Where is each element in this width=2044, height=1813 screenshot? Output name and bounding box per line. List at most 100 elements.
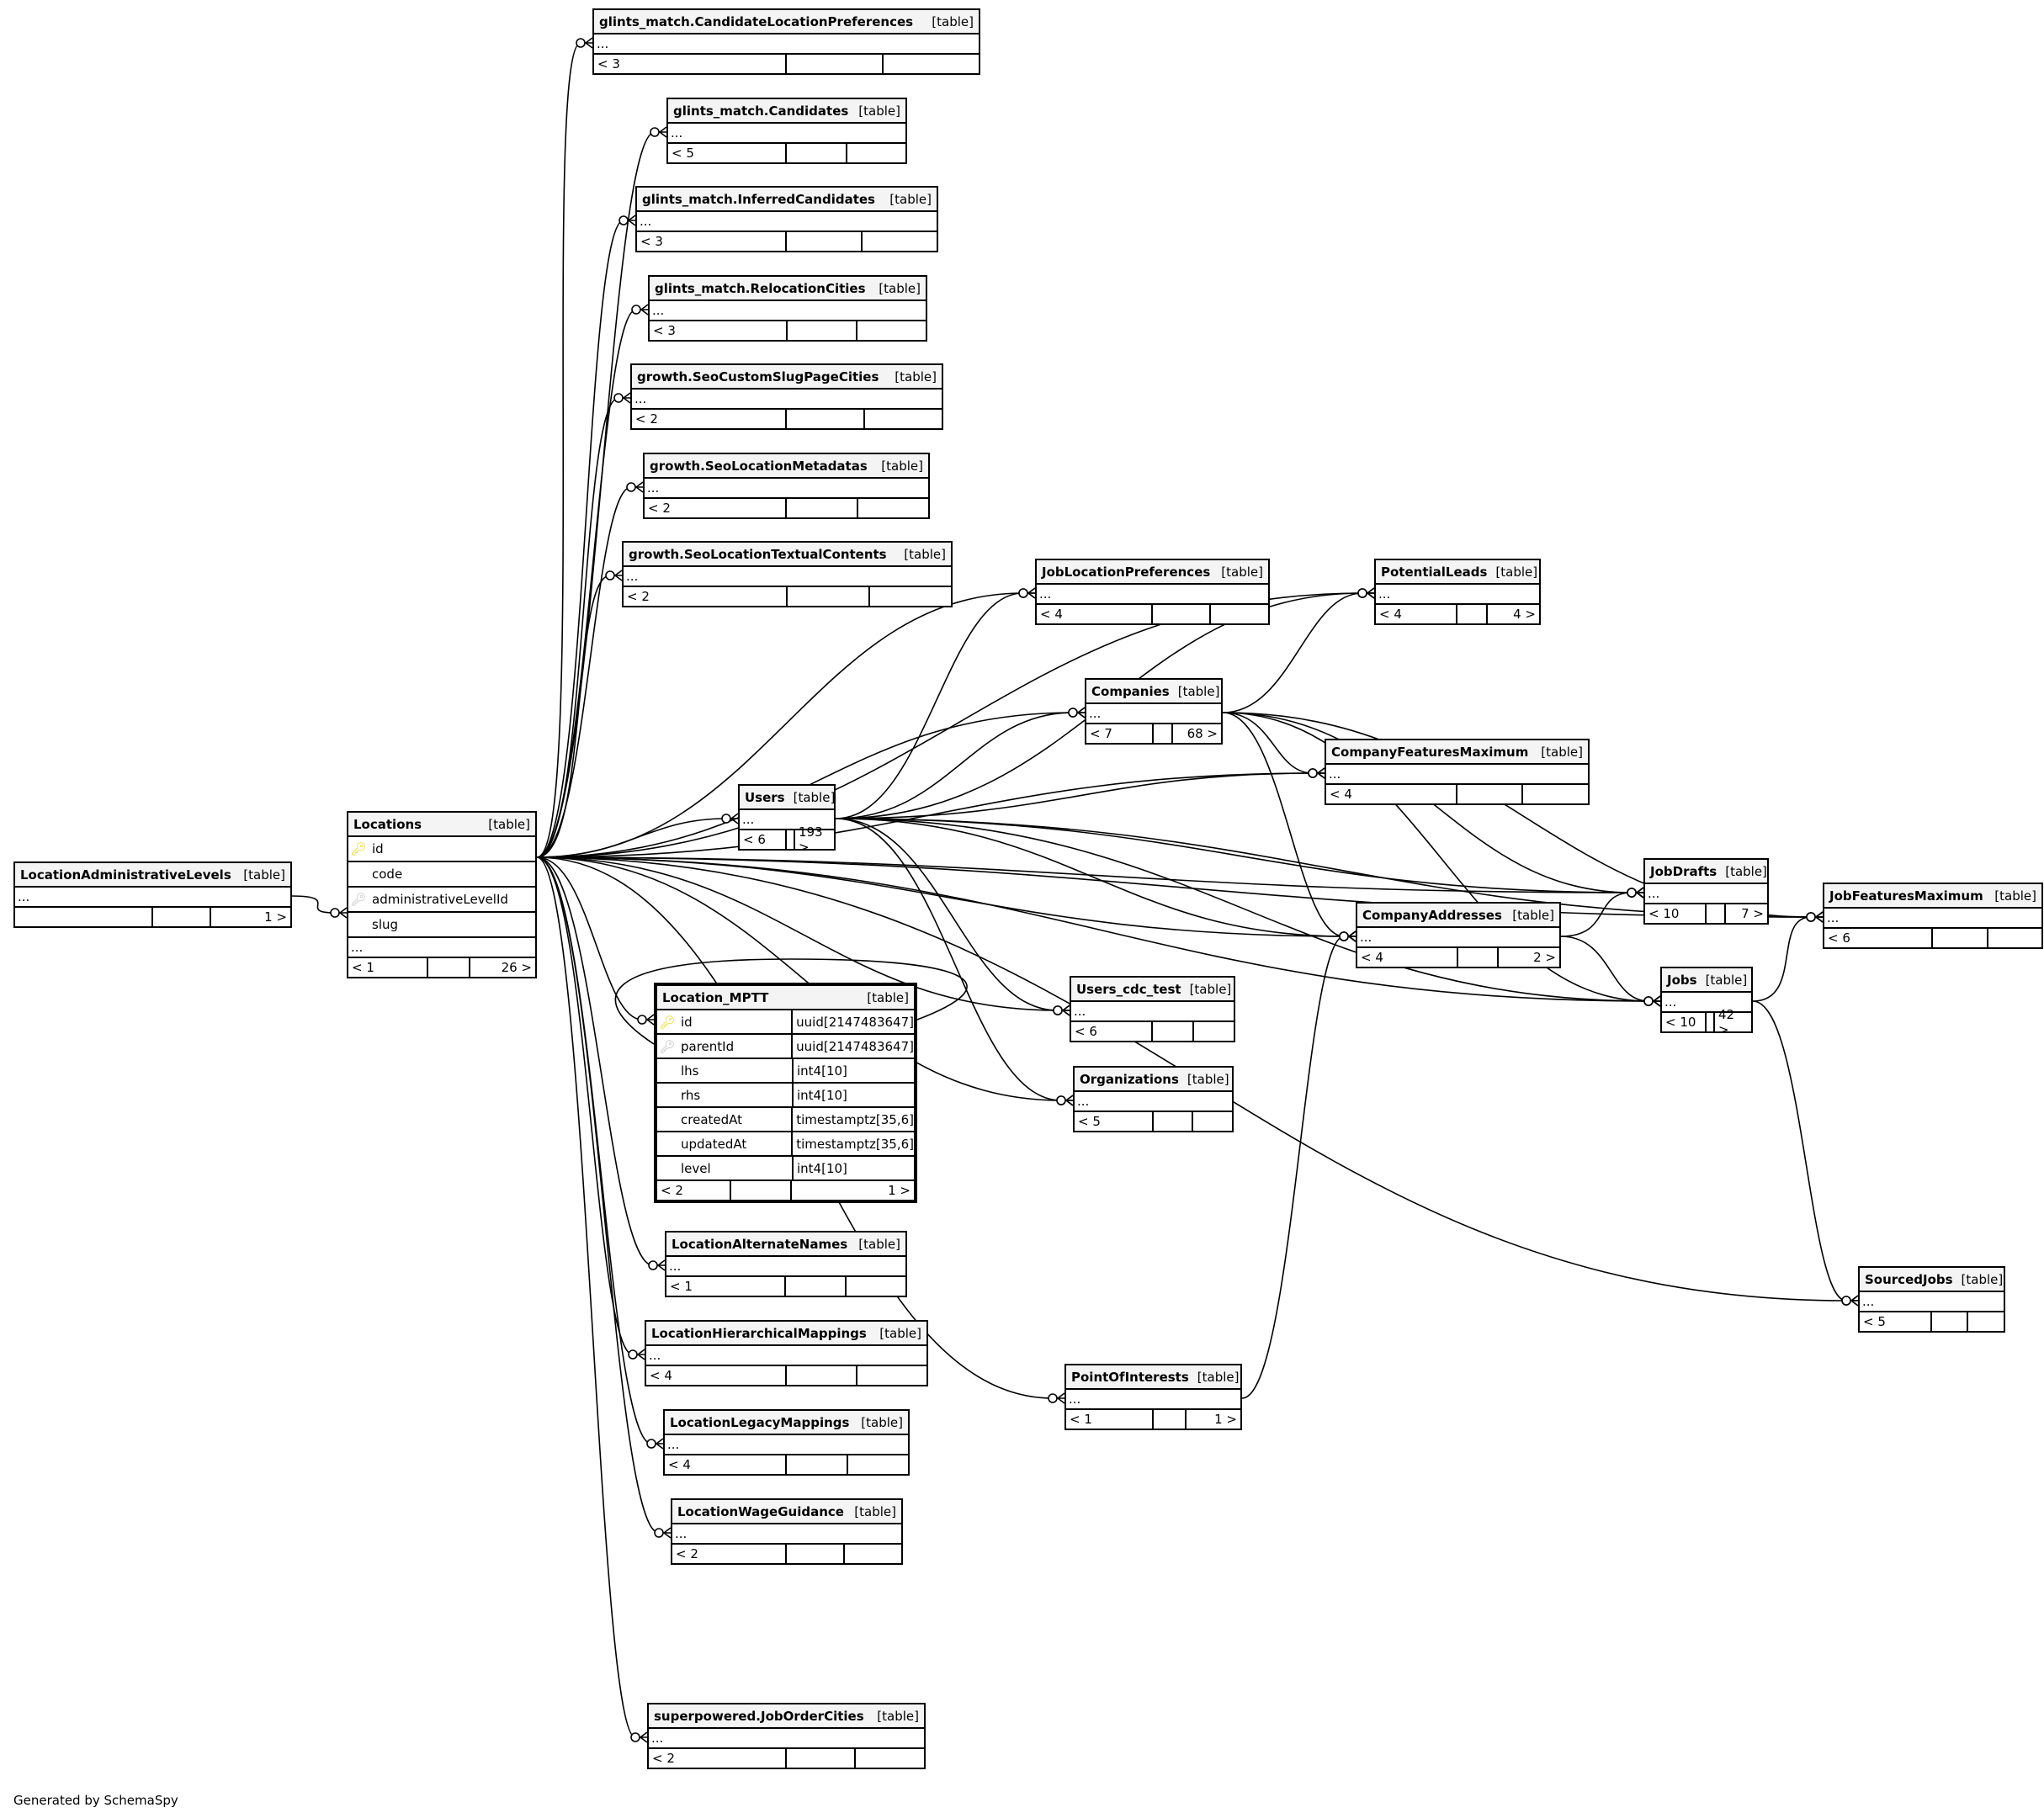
children-count[interactable]: 4 > xyxy=(1513,607,1537,622)
parents-count[interactable]: < 1 xyxy=(1066,1410,1154,1429)
children-count[interactable]: 42 > xyxy=(1718,1007,1735,1037)
more-columns-row[interactable]: ... xyxy=(666,1257,905,1277)
column-row[interactable]: 🔑︎ administrativeLevelId xyxy=(348,888,535,913)
table-job-features-maximum[interactable]: JobFeaturesMaximum[table]...< 6 xyxy=(1823,883,2043,949)
parents-count[interactable]: < 4 xyxy=(1326,785,1457,803)
table-users-cdc-test[interactable]: Users_cdc_test[table]...< 6 xyxy=(1070,976,1235,1042)
table-candidate-location-preferences[interactable]: glints_match.CandidateLocationPreference… xyxy=(592,8,980,75)
table-inferred-candidates[interactable]: glints_match.InferredCandidates[table]..… xyxy=(635,186,938,252)
parents-count[interactable]: < 4 xyxy=(646,1366,787,1385)
more-columns-row[interactable]: ... xyxy=(1086,704,1221,724)
children-count[interactable]: 2 > xyxy=(1533,950,1557,965)
more-columns-row[interactable]: ... xyxy=(665,1435,908,1455)
parents-count[interactable]: < 6 xyxy=(1824,929,1933,947)
children-count[interactable]: 1 > xyxy=(1214,1412,1238,1427)
children-count[interactable] xyxy=(1211,605,1268,623)
more-columns-row[interactable]: ... xyxy=(1066,1390,1240,1410)
parents-count[interactable]: < 6 xyxy=(740,830,787,849)
more-columns-row[interactable]: ... xyxy=(650,301,926,321)
parents-count[interactable]: < 2 xyxy=(632,410,787,428)
table-organizations[interactable]: Organizations[table]...< 5 xyxy=(1073,1066,1234,1132)
parents-count[interactable]: < 4 xyxy=(1376,605,1457,623)
parents-count[interactable]: < 5 xyxy=(668,144,787,162)
column-row[interactable]: slug xyxy=(348,913,535,938)
more-columns-row[interactable]: ... xyxy=(1071,1002,1234,1022)
children-count[interactable] xyxy=(858,499,928,517)
children-count[interactable]: 68 > xyxy=(1187,726,1218,741)
table-sourced-jobs[interactable]: SourcedJobs[table]...< 5 xyxy=(1858,1266,2005,1333)
parents-count[interactable]: < 10 xyxy=(1662,1013,1707,1031)
children-count[interactable] xyxy=(857,1366,926,1385)
more-columns-row[interactable]: ... xyxy=(1357,928,1559,948)
children-count[interactable] xyxy=(865,410,942,428)
table-company-features-maximum[interactable]: CompanyFeaturesMaximum[table]...< 4 xyxy=(1325,739,1590,805)
parents-count[interactable] xyxy=(15,908,153,926)
parents-count[interactable]: < 2 xyxy=(657,1181,731,1200)
table-location-alternate-names[interactable]: LocationAlternateNames[table]...< 1 xyxy=(665,1231,907,1297)
children-count[interactable] xyxy=(1968,1312,2004,1331)
table-location-wage-guidance[interactable]: LocationWageGuidance[table]...< 2 xyxy=(671,1498,903,1565)
children-count[interactable] xyxy=(857,321,926,340)
column-row[interactable]: code xyxy=(348,862,535,888)
children-count[interactable] xyxy=(847,144,906,162)
more-columns-row[interactable]: ... xyxy=(649,1729,924,1749)
children-count[interactable] xyxy=(1194,1022,1234,1041)
table-locations[interactable]: Locations [table] 🔑︎ id code 🔑︎ administ… xyxy=(347,811,537,978)
more-columns-row[interactable]: ... xyxy=(1037,585,1268,605)
parents-count[interactable]: < 4 xyxy=(1037,605,1153,623)
children-count[interactable] xyxy=(1193,1112,1232,1131)
children-count[interactable]: 1 > xyxy=(264,909,288,925)
parents-count[interactable]: < 3 xyxy=(594,55,787,73)
column-row[interactable]: 🔑︎ id xyxy=(348,837,535,862)
parents-count[interactable]: < 10 xyxy=(1645,904,1707,923)
more-columns-row[interactable]: ... xyxy=(594,34,979,55)
children-count[interactable] xyxy=(847,1277,905,1296)
more-columns-row[interactable]: ... xyxy=(1376,585,1539,605)
table-location-legacy-mappings[interactable]: LocationLegacyMappings[table]...< 4 xyxy=(663,1409,910,1476)
children-count[interactable] xyxy=(1523,785,1588,803)
table-location-hierarchical-mappings[interactable]: LocationHierarchicalMappings[table]...< … xyxy=(645,1320,928,1386)
table-seo-location-metadatas[interactable]: growth.SeoLocationMetadatas[table]...< 2 xyxy=(643,453,930,519)
children-count[interactable] xyxy=(870,587,951,606)
table-candidates[interactable]: glints_match.Candidates[table]...< 5 xyxy=(666,98,907,164)
children-count[interactable]: 193 > xyxy=(799,824,823,855)
more-columns-row[interactable]: ... xyxy=(1824,909,2041,929)
more-columns-row[interactable]: ... xyxy=(668,124,905,144)
children-count[interactable] xyxy=(845,1545,901,1563)
parents-count[interactable]: < 4 xyxy=(1357,948,1458,967)
parents-count[interactable]: < 5 xyxy=(1860,1312,1932,1331)
more-columns-row[interactable]: ... xyxy=(632,390,942,410)
children-count[interactable] xyxy=(884,55,979,73)
children-count[interactable] xyxy=(856,1749,924,1768)
parents-count[interactable]: < 6 xyxy=(1071,1022,1153,1041)
more-columns-row[interactable]: ... xyxy=(1645,884,1767,904)
more-columns-row[interactable]: ... xyxy=(1326,765,1588,785)
more-columns-row[interactable]: ... xyxy=(15,888,290,908)
table-job-order-cities[interactable]: superpowered.JobOrderCities[table]...< 2 xyxy=(647,1703,926,1769)
table-relocation-cities[interactable]: glints_match.RelocationCities[table]...<… xyxy=(648,275,927,342)
children-count[interactable] xyxy=(848,1455,908,1474)
parents-count[interactable]: < 4 xyxy=(665,1455,787,1474)
parents-count[interactable]: < 1 xyxy=(348,958,428,977)
more-columns-row[interactable]: ... xyxy=(1860,1292,2004,1312)
table-seo-custom-slug-page-cities[interactable]: growth.SeoCustomSlugPageCities[table]...… xyxy=(630,363,943,430)
children-count[interactable] xyxy=(863,232,937,251)
table-seo-location-textual-contents[interactable]: growth.SeoLocationTextualContents[table]… xyxy=(622,541,953,607)
parents-count[interactable]: < 7 xyxy=(1086,724,1154,743)
parents-count[interactable]: < 2 xyxy=(672,1545,787,1563)
more-columns-row[interactable]: ... xyxy=(740,810,834,830)
children-count[interactable] xyxy=(1988,929,2042,947)
children-count[interactable]: 26 > xyxy=(501,960,532,975)
parents-count[interactable]: < 2 xyxy=(649,1749,787,1768)
more-columns-row[interactable]: ... xyxy=(348,938,535,958)
parents-count[interactable]: < 5 xyxy=(1075,1112,1154,1131)
parents-count[interactable]: < 2 xyxy=(645,499,787,517)
